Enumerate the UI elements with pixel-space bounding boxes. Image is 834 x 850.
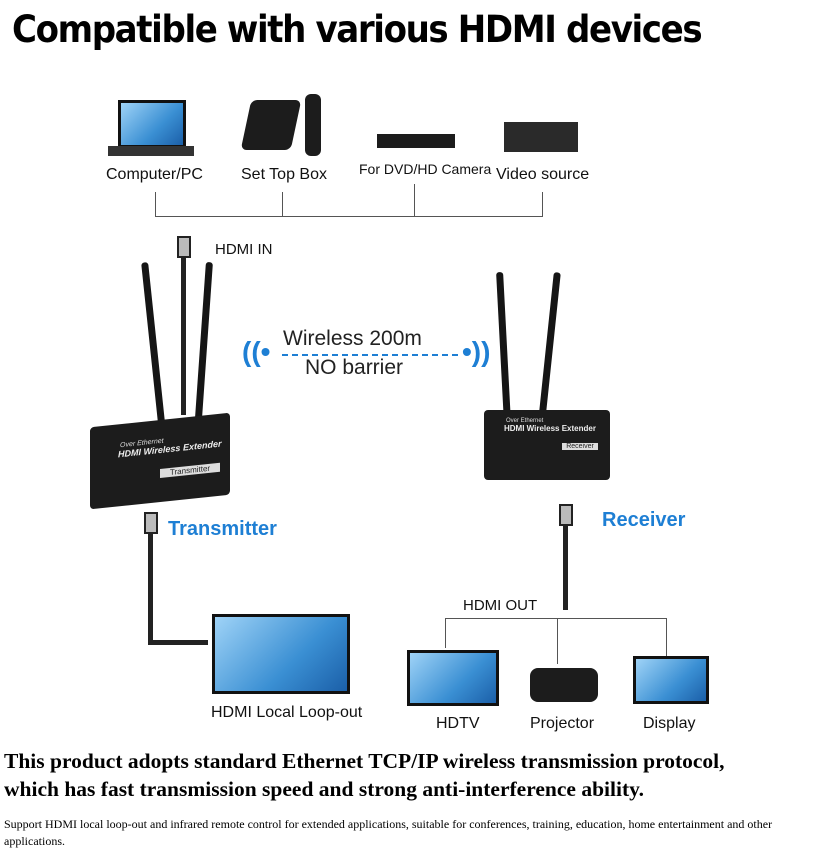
hdmi-out-label: HDMI OUT (463, 597, 538, 614)
output-label-projector: Projector (530, 715, 595, 732)
source-label-video: Video source (496, 166, 590, 183)
device-badge: Transmitter (160, 462, 220, 478)
headline-line-2: which has fast transmission speed and st… (4, 777, 645, 801)
description-text: Support HDMI local loop-out and infrared… (4, 817, 773, 848)
hdmi-out-cable (563, 510, 568, 610)
source-label-computer: Computer/PC (106, 166, 203, 183)
projector-image (530, 668, 598, 702)
source-label-dvd: For DVD/HD Camera (359, 161, 492, 177)
antenna-icon (538, 272, 561, 422)
device-model-text: HDMI Wireless Extender (504, 424, 596, 433)
hdmi-in-cable (181, 245, 186, 415)
wireless-signal-icon: ((• (242, 336, 271, 367)
output-label-display: Display (643, 715, 696, 732)
receiver-device: Over Ethernet HDMI Wireless Extender Rec… (484, 410, 610, 480)
wireless-signal-icon: •)) (462, 336, 491, 367)
loop-out-label: HDMI Local Loop-out (211, 704, 363, 721)
loop-out-cable (148, 520, 153, 640)
receiver-label: Receiver (602, 509, 686, 531)
hdtv-image (407, 650, 499, 706)
source-label-set-top-box: Set Top Box (241, 166, 327, 183)
headline-line-1: This product adopts standard Ethernet TC… (4, 749, 725, 773)
dvd-player-image (377, 134, 455, 148)
antenna-icon (194, 261, 213, 433)
wireless-dash-line (282, 354, 458, 356)
display-image (633, 656, 709, 704)
output-label-hdtv: HDTV (436, 715, 480, 732)
loop-out-tv-image (212, 614, 350, 694)
transmitter-label: Transmitter (168, 518, 277, 540)
page-title: Compatible with various HDMI devices (12, 8, 703, 51)
wireless-range-text: Wireless 200m (283, 327, 422, 350)
device-badge: Receiver (562, 443, 598, 450)
device-top-text: Over Ethernet (506, 418, 544, 424)
remote-image (305, 94, 321, 156)
hdmi-in-label: HDMI IN (215, 241, 273, 258)
video-source-image (504, 122, 578, 152)
wireless-barrier-text: NO barrier (305, 356, 404, 379)
transmitter-device: Over Ethernet HDMI Wireless Extender Tra… (90, 412, 230, 510)
antenna-icon (496, 271, 511, 423)
set-top-box-image (240, 100, 302, 150)
antenna-icon (141, 262, 166, 432)
